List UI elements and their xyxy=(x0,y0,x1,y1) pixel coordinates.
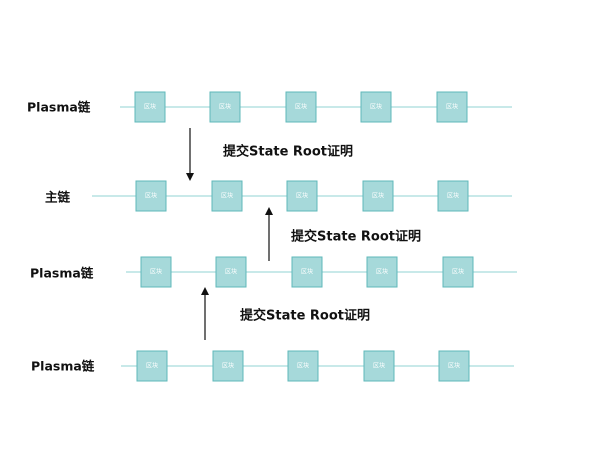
svg-text:区块: 区块 xyxy=(145,192,157,200)
block: 区块 xyxy=(136,350,168,382)
block: 区块 xyxy=(366,256,398,288)
block: 区块 xyxy=(442,256,474,288)
plasma-chain-middle: Plasma链 区块 区块 区块 区块 区块 xyxy=(30,256,517,288)
main-chain: 主链 区块 区块 区块 区块 区块 xyxy=(45,180,512,212)
block: 区块 xyxy=(291,256,323,288)
svg-text:区块: 区块 xyxy=(297,362,309,370)
svg-text:区块: 区块 xyxy=(301,268,313,276)
svg-text:区块: 区块 xyxy=(446,103,458,111)
block: 区块 xyxy=(212,350,244,382)
state-root-submission-1: 提交State Root证明 xyxy=(186,128,353,181)
annotation-label: 提交State Root证明 xyxy=(291,229,421,245)
plasma-chain-bottom: Plasma链 区块 区块 区块 区块 区块 xyxy=(31,350,514,382)
svg-text:区块: 区块 xyxy=(448,362,460,370)
block: 区块 xyxy=(134,91,166,123)
block: 区块 xyxy=(437,180,469,212)
svg-text:区块: 区块 xyxy=(372,192,384,200)
block: 区块 xyxy=(438,350,470,382)
svg-text:区块: 区块 xyxy=(221,192,233,200)
chain-label: 主链 xyxy=(45,190,71,205)
block: 区块 xyxy=(362,180,394,212)
svg-text:区块: 区块 xyxy=(222,362,234,370)
svg-text:区块: 区块 xyxy=(295,103,307,111)
state-root-submission-2: 提交State Root证明 xyxy=(265,207,421,261)
svg-text:区块: 区块 xyxy=(146,362,158,370)
svg-text:区块: 区块 xyxy=(376,268,388,276)
svg-text:区块: 区块 xyxy=(150,268,162,276)
svg-text:区块: 区块 xyxy=(219,103,231,111)
block: 区块 xyxy=(209,91,241,123)
block: 区块 xyxy=(436,91,468,123)
block: 区块 xyxy=(211,180,243,212)
chain-label: Plasma链 xyxy=(27,100,91,115)
chain-label: Plasma链 xyxy=(31,359,95,374)
svg-text:区块: 区块 xyxy=(144,103,156,111)
block: 区块 xyxy=(287,350,319,382)
plasma-chain-top: Plasma链 区块 区块 区块 区块 区块 xyxy=(27,91,512,123)
state-root-submission-3: 提交State Root证明 xyxy=(201,287,370,340)
svg-text:区块: 区块 xyxy=(452,268,464,276)
svg-text:区块: 区块 xyxy=(296,192,308,200)
annotation-label: 提交State Root证明 xyxy=(240,308,370,324)
block: 区块 xyxy=(135,180,167,212)
block: 区块 xyxy=(285,91,317,123)
svg-text:区块: 区块 xyxy=(373,362,385,370)
block: 区块 xyxy=(140,256,172,288)
block: 区块 xyxy=(363,350,395,382)
block: 区块 xyxy=(360,91,392,123)
svg-text:区块: 区块 xyxy=(225,268,237,276)
annotation-label: 提交State Root证明 xyxy=(223,144,353,160)
svg-text:区块: 区块 xyxy=(447,192,459,200)
block: 区块 xyxy=(286,180,318,212)
svg-text:区块: 区块 xyxy=(370,103,382,111)
chain-label: Plasma链 xyxy=(30,266,94,281)
block: 区块 xyxy=(215,256,247,288)
